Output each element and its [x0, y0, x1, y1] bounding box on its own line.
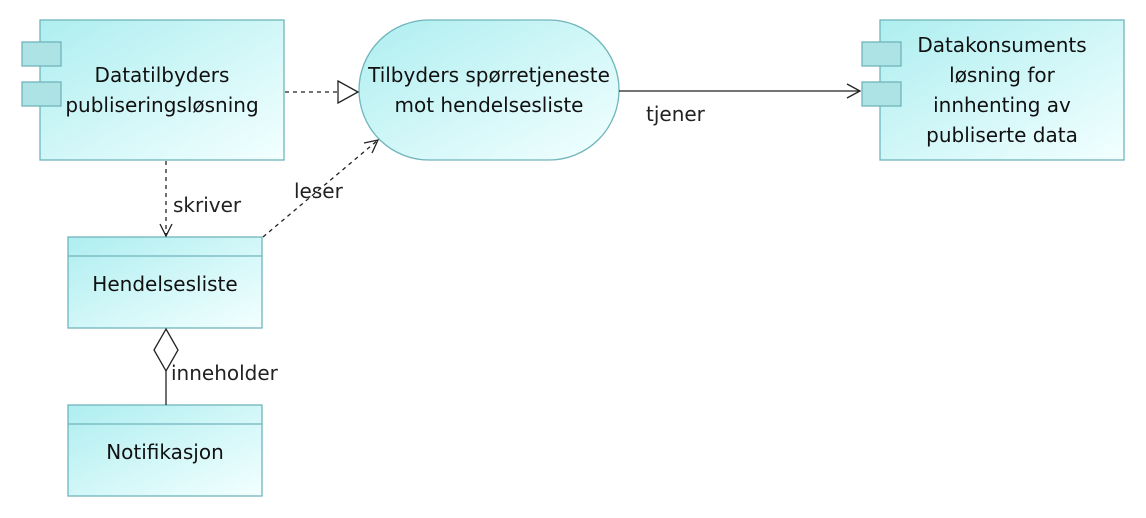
open-arrowhead	[159, 223, 173, 238]
reads-edge-label: leser	[294, 179, 343, 203]
component-tab-icon	[21, 81, 62, 107]
serves-edge-label: tjener	[646, 102, 705, 126]
hollow-triangle-arrowhead	[337, 79, 360, 105]
provider-solution-component[interactable]	[21, 19, 285, 161]
component-tab-icon	[861, 81, 902, 107]
open-arrowhead	[846, 83, 862, 99]
open-arrowhead	[363, 139, 380, 154]
event-list-label: Hendelsesliste	[92, 272, 238, 296]
notification-data-object[interactable]	[67, 404, 263, 497]
consumer-solution-label: Datakonsuments løsning for innhenting av…	[917, 33, 1087, 147]
query-service-node[interactable]	[358, 19, 620, 161]
component-tab-icon	[21, 41, 62, 67]
notification-label: Notifikasjon	[106, 440, 224, 464]
writes-edge	[159, 161, 173, 238]
contains-edge	[153, 327, 179, 405]
reads-edge	[262, 139, 380, 238]
component-tab-icon	[861, 41, 902, 67]
provider-solution-label: Datatilbyders publiseringsløsning	[65, 63, 259, 117]
event-list-data-object[interactable]	[67, 236, 263, 329]
query-service-label: Tilbyders spørretjeneste mot hendelsesli…	[368, 63, 610, 117]
aggregation-diamond	[153, 327, 179, 373]
writes-edge-label: skriver	[173, 193, 242, 217]
consumer-solution-component[interactable]	[861, 19, 1125, 161]
realization-edge	[285, 79, 360, 105]
contains-edge-label: inneholder	[171, 361, 278, 385]
serves-edge	[619, 83, 862, 99]
